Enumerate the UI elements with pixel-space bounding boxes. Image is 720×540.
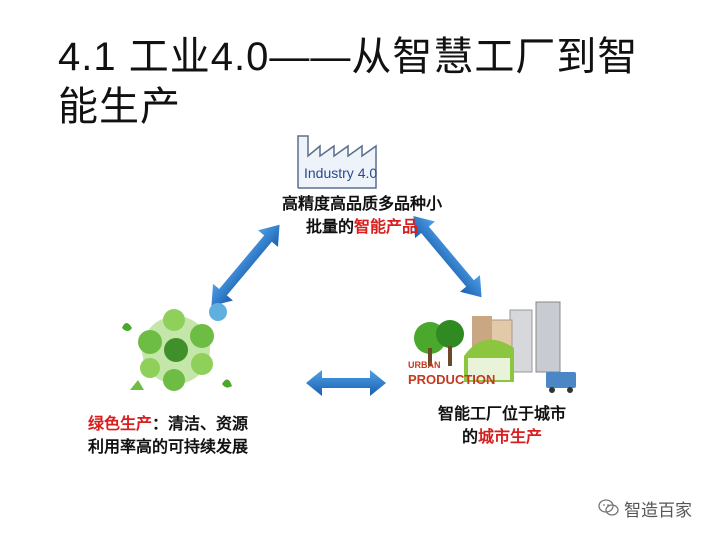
top-node-highlight: 智能产品	[354, 217, 419, 236]
slide-title-line2: 能生产	[58, 85, 181, 129]
industry-4-logo: Industry 4.0	[297, 135, 377, 189]
top-node-line2: 批量的智能产品	[305, 217, 419, 236]
right-node-line2: 的城市生产	[461, 427, 543, 446]
top-node-label: 高精度高品质多品种小 批量的智能产品	[262, 192, 462, 238]
right-node-highlight: 城市生产	[478, 427, 543, 446]
urban-production-graphic: URBAN PRODUCTION	[408, 301, 576, 393]
slide-title: 4.1 工业4.0——从智慧工厂到智 能生产	[58, 32, 668, 132]
wechat-icon	[598, 499, 619, 516]
watermark-text: 智造百家	[624, 500, 692, 521]
watermark: 智造百家	[598, 496, 710, 521]
urban-text-line2: PRODUCTION	[408, 372, 495, 387]
industry-logo-text: Industry 4.0	[304, 165, 377, 181]
green-solutions-graphic	[122, 303, 232, 391]
left-node-label: 绿色生产：清洁、资源 利用率高的可持续发展	[88, 412, 298, 458]
top-node-line1: 高精度高品质多品种小	[281, 194, 442, 213]
left-node-line2: 利用率高的可持续发展	[88, 437, 249, 456]
arrow-top-right	[413, 216, 482, 298]
arrow-bottom	[306, 370, 386, 396]
left-node-highlight: 绿色生产	[88, 414, 153, 433]
arrow-top-left	[211, 224, 280, 306]
right-node-line1: 智能工厂位于城市	[437, 404, 566, 423]
urban-text-line1: URBAN	[408, 360, 441, 370]
right-node-label: 智能工厂位于城市 的城市生产	[412, 402, 592, 448]
left-node-line1: 绿色生产：清洁、资源	[88, 414, 249, 433]
slide-title-line1: 4.1 工业4.0——从智慧工厂到智	[58, 35, 639, 79]
